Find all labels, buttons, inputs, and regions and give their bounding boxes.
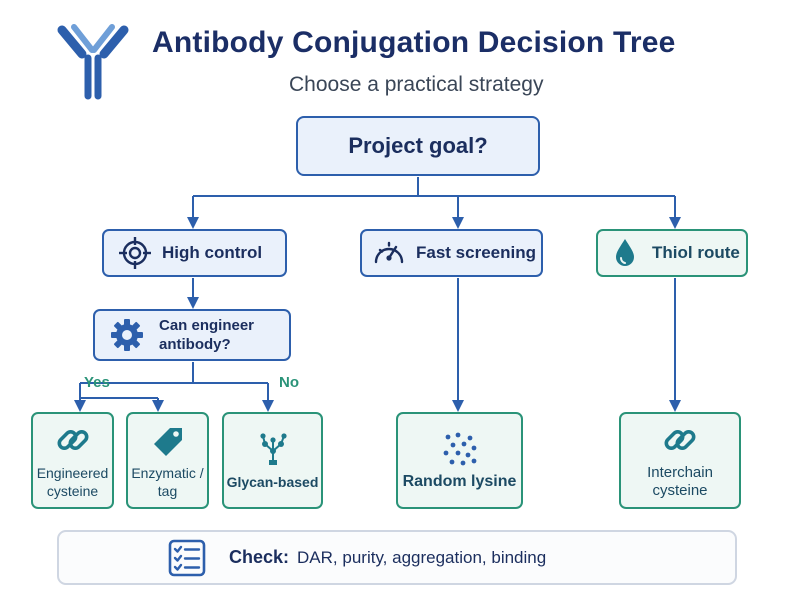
dots-icon <box>443 432 476 465</box>
chain-link-icon <box>57 429 88 450</box>
checklist-icon <box>168 539 206 576</box>
antibody-icon <box>57 24 129 100</box>
leaf-engineered-cysteine-line1: Engineered <box>36 464 109 481</box>
branch-high-control: High control <box>102 229 287 277</box>
page-title: Antibody Conjugation Decision Tree <box>152 26 676 59</box>
glycan-icon <box>259 432 287 465</box>
page-subtitle: Choose a practical strategy <box>289 73 544 96</box>
decision-can-engineer: Can engineer antibody? <box>93 309 291 361</box>
leaf-interchain-cysteine: Interchain cysteine <box>619 412 741 509</box>
leaf-glycan-based-label: Glycan-based <box>226 473 319 490</box>
leaf-random-lysine-label: Random lysine <box>402 472 517 490</box>
check-banner: Check: DAR, purity, aggregation, binding <box>57 530 737 585</box>
decision-label: Can engineer antibody? <box>159 316 254 354</box>
leaf-random-lysine: Random lysine <box>396 412 523 509</box>
branch-high-control-label: High control <box>162 243 263 262</box>
crosshair-icon <box>119 237 151 269</box>
branch-thiol-route: Thiol route <box>596 229 748 277</box>
leaf-engineered-cysteine-line2: cysteine <box>46 482 99 499</box>
leaf-interchain-cysteine-line1: Interchain <box>647 463 713 481</box>
root-label: Project goal? <box>348 133 488 158</box>
speedometer-icon <box>374 241 404 264</box>
leaf-enzymatic-tag: Enzymatic / tag <box>126 412 209 509</box>
gear-icon <box>111 319 143 351</box>
branch-fast-screening-label: Fast screening <box>416 243 536 262</box>
check-items: DAR, purity, aggregation, binding <box>297 547 547 567</box>
edge-label-yes: Yes <box>84 374 110 391</box>
leaf-enzymatic-tag-line2: tag <box>157 482 178 499</box>
tag-icon <box>153 427 182 456</box>
leaf-glycan-based: Glycan-based <box>222 412 323 509</box>
branch-thiol-route-label: Thiol route <box>652 243 740 262</box>
decision-label-line1: Can engineer <box>159 317 255 334</box>
check-label: Check: <box>229 547 290 567</box>
leaf-engineered-cysteine: Engineered cysteine <box>31 412 114 509</box>
droplet-icon <box>616 239 634 266</box>
leaf-interchain-cysteine-line2: cysteine <box>652 481 708 499</box>
branch-fast-screening: Fast screening <box>360 229 543 277</box>
edge-label-no: No <box>279 374 299 391</box>
leaf-enzymatic-tag-line1: Enzymatic / <box>131 464 204 481</box>
decision-label-line2: antibody? <box>159 336 231 353</box>
chain-link-icon <box>664 429 696 450</box>
root-node: Project goal? <box>296 116 540 176</box>
